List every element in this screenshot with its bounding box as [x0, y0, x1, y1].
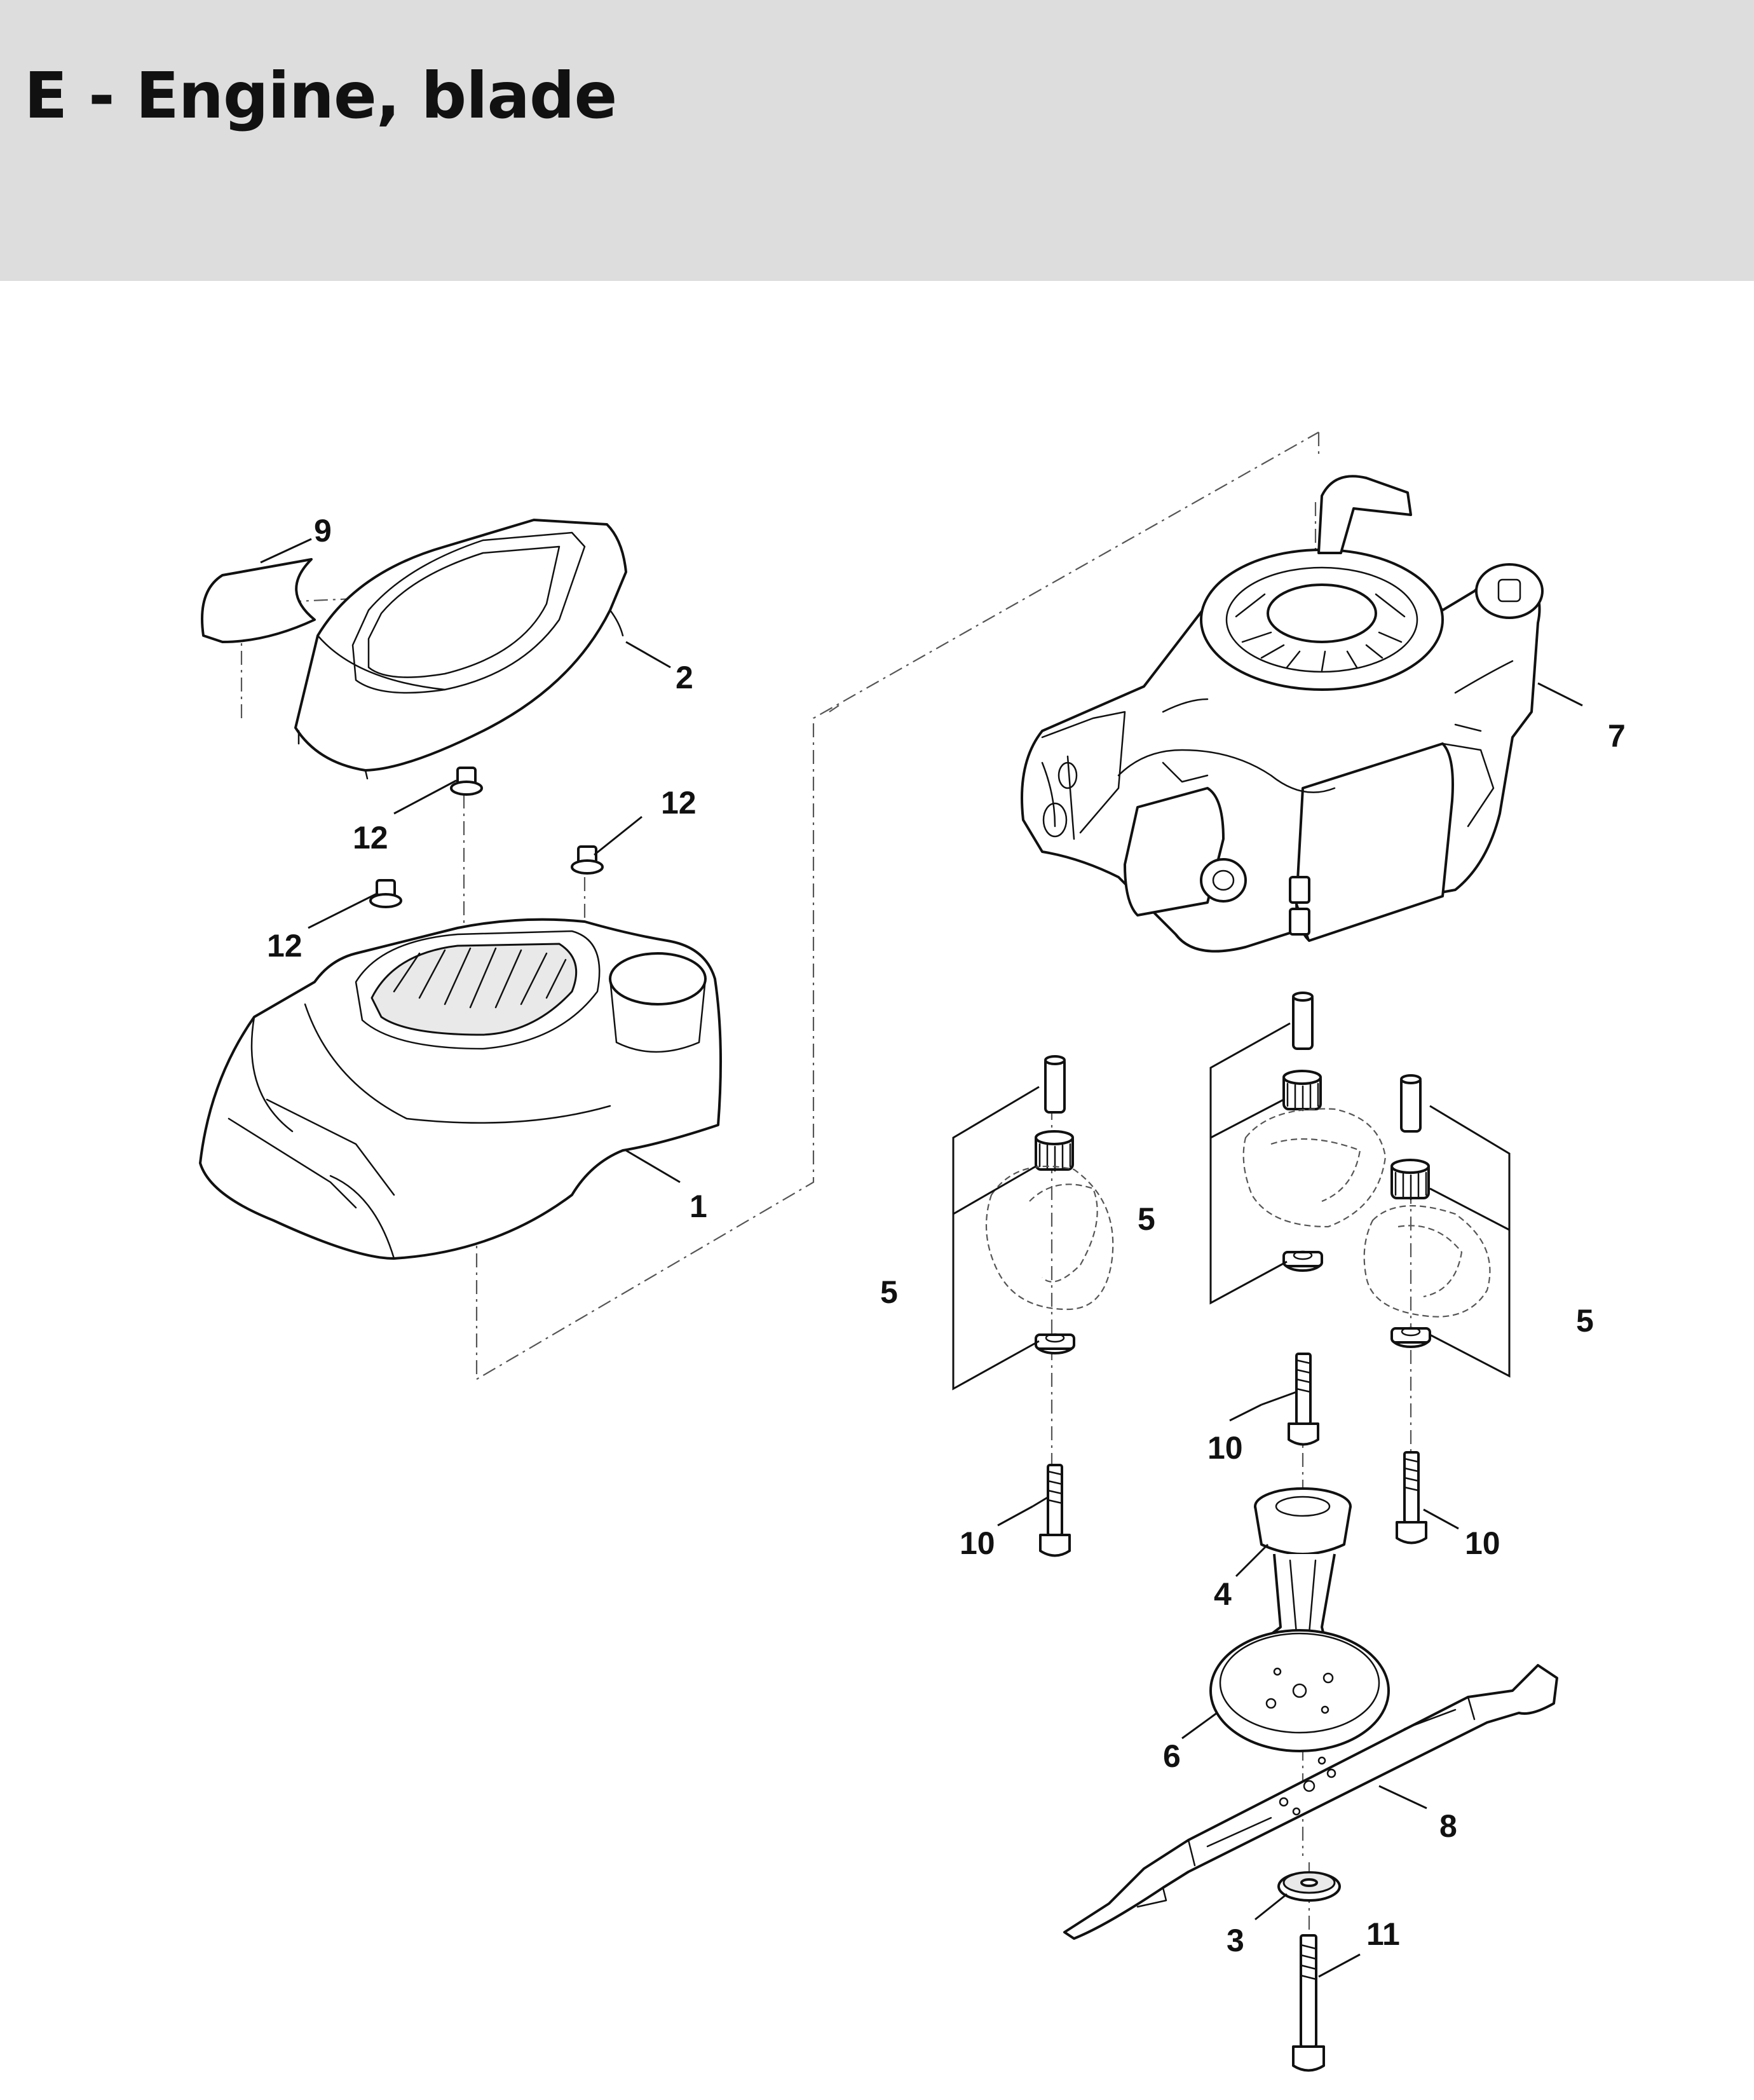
- part-5-mount-group-left: [985, 1055, 1114, 1354]
- page-title: E - Engine, blade: [24, 58, 617, 133]
- part-5-mount-group-right: [1363, 1074, 1491, 1348]
- callout-10: 10: [960, 1525, 995, 1561]
- part-2-hood-cover: [294, 519, 627, 780]
- part-12-nuts: [369, 767, 604, 908]
- nut-c: [369, 879, 402, 908]
- callout-5: 5: [1576, 1303, 1594, 1339]
- callout-8: 8: [1439, 1808, 1457, 1844]
- bolt-right: [1396, 1451, 1427, 1544]
- header-band: E - Engine, blade: [0, 0, 1754, 281]
- part-5-mount-group-center: [1242, 992, 1387, 1272]
- callout-5: 5: [1138, 1201, 1155, 1237]
- part-3-washer: [1277, 1871, 1341, 1902]
- callout-labels: 9 2 12 12 12 1 7 5 5 5 10 10 10 4 6 8 3 …: [267, 513, 1626, 1958]
- callout-6: 6: [1163, 1738, 1181, 1774]
- part-5-brackets: [952, 1022, 1511, 1391]
- callout-1: 1: [690, 1189, 707, 1224]
- callout-11: 11: [1366, 1916, 1400, 1952]
- callout-4: 4: [1214, 1576, 1232, 1612]
- part-9-visor: [201, 558, 316, 643]
- nut-b: [571, 845, 604, 875]
- callout-12: 12: [267, 928, 303, 964]
- part-7-engine: [1021, 475, 1544, 953]
- callout-3: 3: [1227, 1923, 1244, 1958]
- part-10-bolts: [1039, 1353, 1427, 1557]
- callout-2: 2: [676, 660, 693, 695]
- part-8-blade: [1063, 1664, 1558, 1940]
- nut-a: [450, 767, 483, 796]
- callout-12: 12: [661, 785, 697, 821]
- bolt-left: [1039, 1464, 1071, 1557]
- callout-10: 10: [1207, 1430, 1243, 1466]
- part-11-blade-bolt: [1292, 1934, 1325, 2072]
- callout-9: 9: [314, 513, 332, 549]
- part-1-engine-shroud: [199, 918, 722, 1260]
- callout-12: 12: [353, 820, 388, 856]
- part-4-blade-adapter: [1254, 1487, 1352, 1647]
- callout-10: 10: [1465, 1525, 1500, 1561]
- part-6-plate: [1209, 1629, 1390, 1752]
- bolt-center: [1288, 1353, 1319, 1446]
- callout-7: 7: [1608, 718, 1626, 754]
- leader-lines: [260, 538, 1583, 1978]
- callout-5: 5: [880, 1274, 898, 1310]
